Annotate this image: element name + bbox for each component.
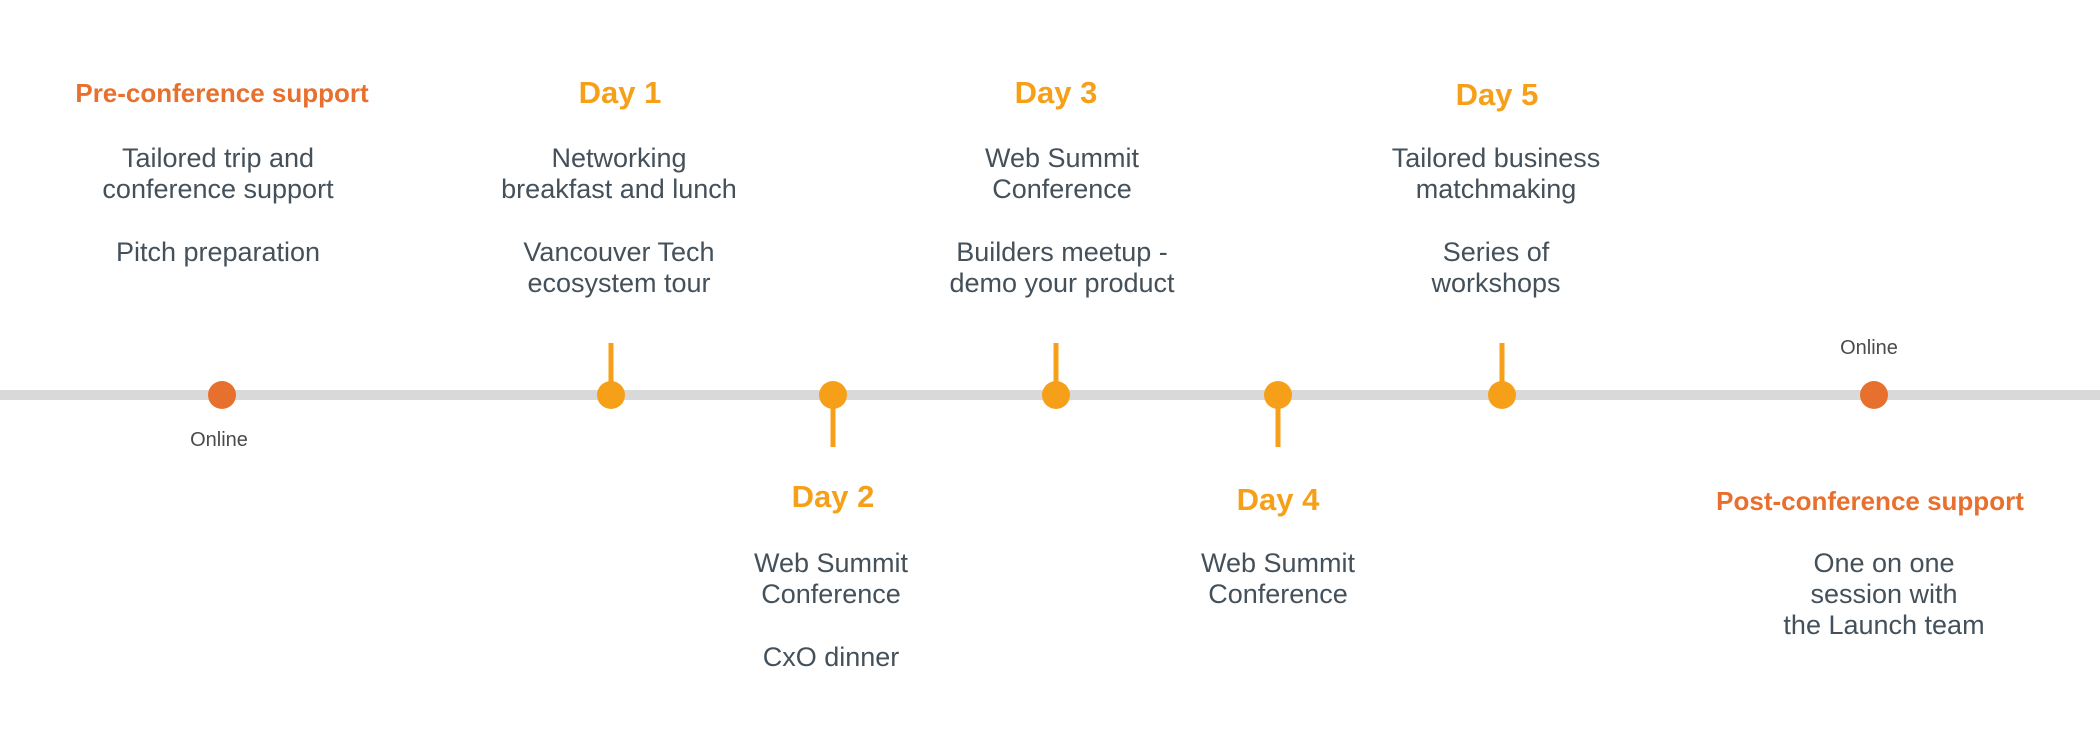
day-1-item: Vancouver Tech ecosystem tour: [523, 237, 715, 298]
day-2-title: Day 2: [791, 479, 875, 514]
day-3-stem: [1053, 343, 1059, 395]
day-4-title: Day 4: [1236, 482, 1320, 517]
day-1-marker: [597, 381, 625, 409]
day-4-stem: [1275, 395, 1281, 447]
pre-conference-details: Tailored trip and conference support Pit…: [102, 143, 333, 268]
post-conference-item: One on one session with the Launch team: [1783, 548, 1985, 640]
pre-conference-item: Tailored trip and conference support: [102, 143, 334, 204]
pre-conference-online-note: Online: [190, 429, 248, 451]
pre-conference-title: Pre-conference support: [75, 78, 369, 108]
post-conference-details: One on one session with the Launch team: [1776, 548, 1992, 641]
day-5-details: Tailored business matchmaking Series of …: [1392, 143, 1601, 299]
pre-conference-marker: [208, 381, 236, 409]
post-conference-title: Post-conference support: [1716, 486, 2024, 516]
day-3-marker: [1042, 381, 1070, 409]
day-4-details: Web Summit Conference: [1201, 548, 1355, 610]
day-2-item: Web Summit Conference: [753, 548, 909, 609]
day-5-stem: [1499, 343, 1505, 395]
day-3-title: Day 3: [1014, 75, 1098, 110]
day-1-item: Networking breakfast and lunch: [501, 143, 737, 204]
day-2-item: CxO dinner: [762, 642, 900, 672]
day-2-stem: [830, 395, 836, 447]
day-5-item: Series of workshops: [1431, 237, 1561, 298]
day-5-item: Tailored business matchmaking: [1391, 143, 1601, 204]
day-2-details: Web Summit Conference CxO dinner: [754, 548, 908, 673]
pre-conference-item: Pitch preparation: [115, 237, 321, 267]
day-5-title: Day 5: [1455, 77, 1539, 112]
day-3-item: Builders meetup - demo your product: [949, 237, 1175, 298]
day-1-stem: [608, 343, 614, 395]
post-conference-marker: [1860, 381, 1888, 409]
day-1-title: Day 1: [578, 75, 662, 110]
day-3-details: Web Summit Conference Builders meetup - …: [949, 143, 1174, 299]
post-conference-online-note: Online: [1840, 337, 1898, 359]
day-4-item: Web Summit Conference: [1200, 548, 1356, 609]
day-5-marker: [1488, 381, 1516, 409]
day-1-details: Networking breakfast and lunch Vancouver…: [501, 143, 737, 299]
day-3-item: Web Summit Conference: [984, 143, 1140, 204]
